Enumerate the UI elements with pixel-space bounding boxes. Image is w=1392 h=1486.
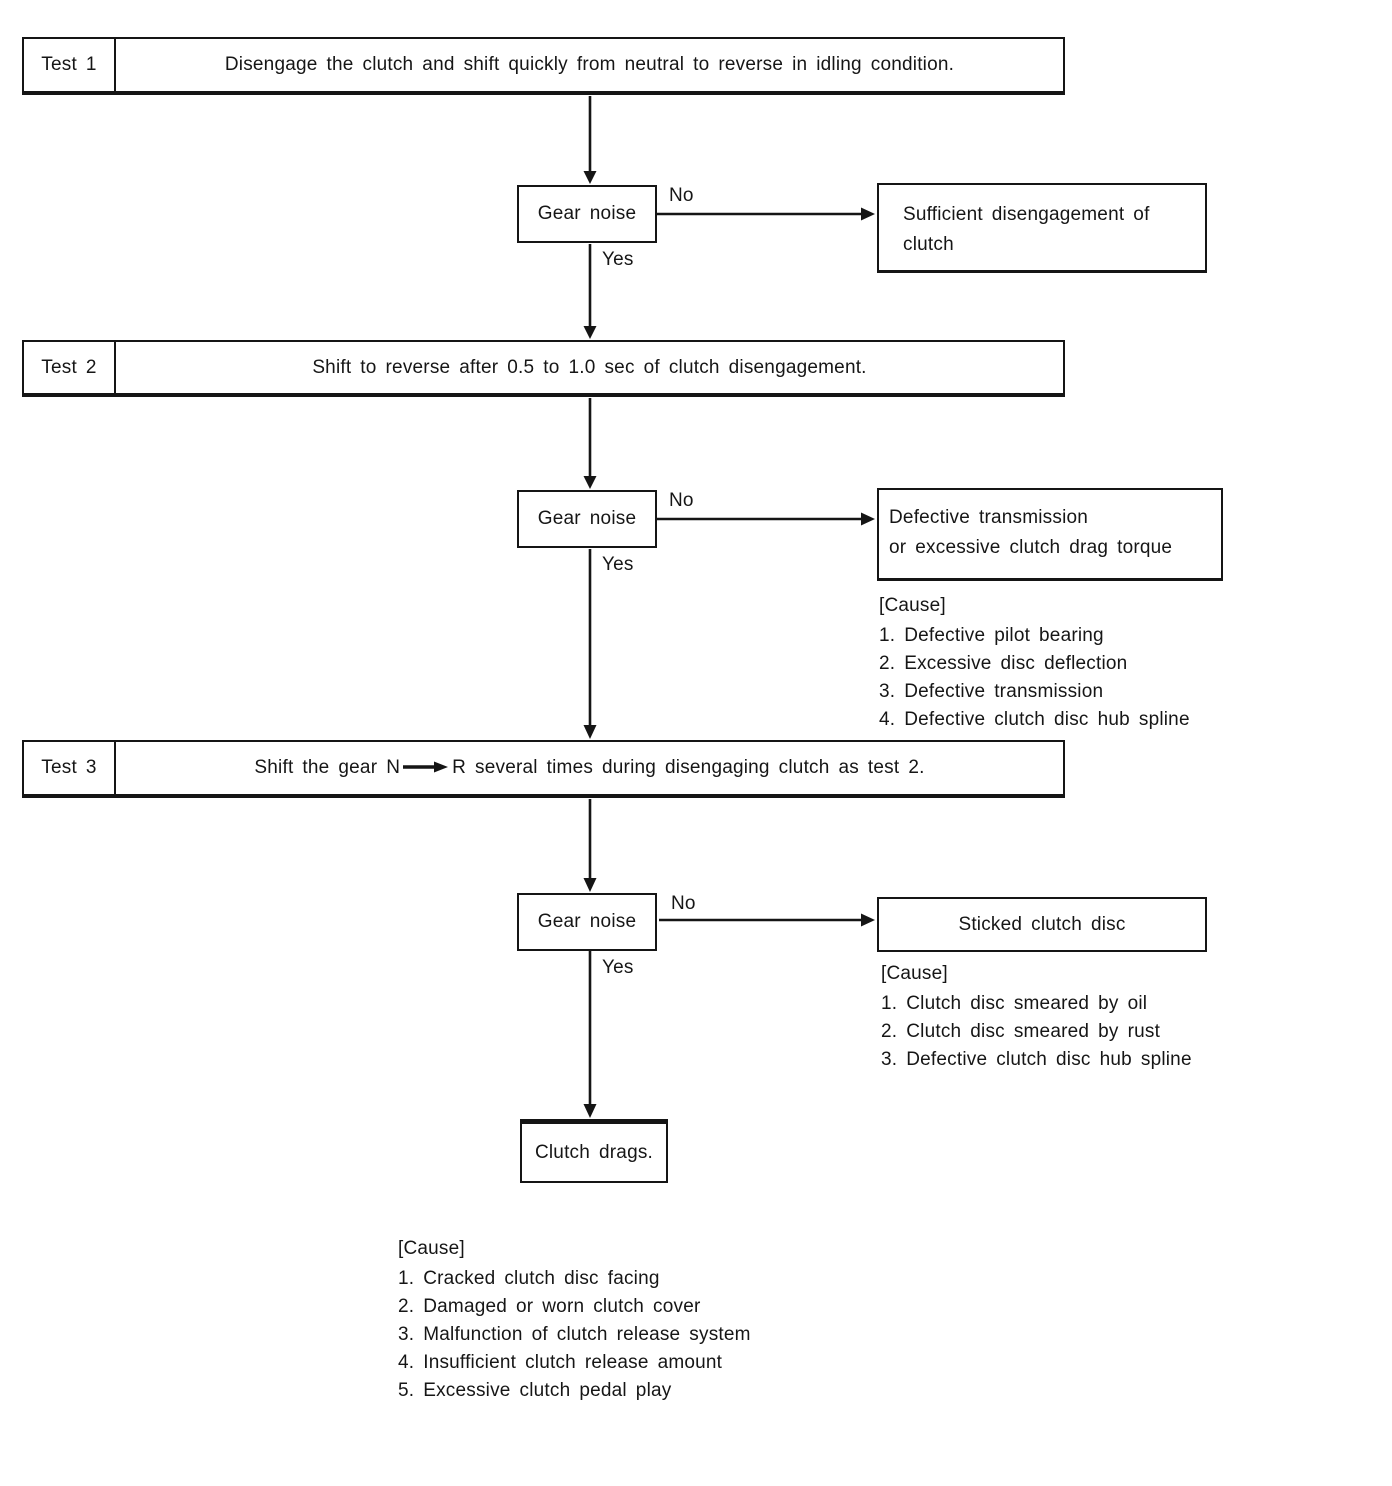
- final-cause-item: 2. Damaged or worn clutch cover: [398, 1296, 701, 1317]
- decision2-gear-noise: Gear noise: [517, 490, 657, 548]
- test3-description: Shift the gear N R several times during …: [116, 742, 1063, 794]
- cause2-item: 4. Defective clutch disc hub spline: [879, 709, 1190, 730]
- test2-label: Test 2: [24, 342, 116, 393]
- cause-list-outcome3: [Cause] 1. Clutch disc smeared by oil 2.…: [881, 960, 1301, 1074]
- cause3-title: [Cause]: [881, 963, 948, 984]
- arrowhead-down-5: [583, 878, 597, 892]
- clutch-drags-label: Clutch drags.: [534, 1141, 654, 1163]
- decision1-label: Gear noise: [537, 203, 637, 224]
- test3-description-post: R several times during disengaging clutc…: [452, 757, 925, 778]
- outcome2-line2: or excessive clutch drag torque: [889, 537, 1173, 558]
- arrowhead-down-4: [583, 725, 597, 739]
- cause2-title: [Cause]: [879, 595, 946, 616]
- decision2-no-label: No: [667, 490, 696, 512]
- outcome3-box: Sticked clutch disc: [877, 897, 1207, 952]
- arrowhead-down-2: [583, 326, 597, 339]
- arrowhead-right-1: [861, 207, 875, 221]
- cause2-item: 1. Defective pilot bearing: [879, 625, 1104, 646]
- decision3-label: Gear noise: [537, 911, 637, 932]
- final-cause-item: 5. Excessive clutch pedal play: [398, 1380, 672, 1401]
- test1-label: Test 1: [24, 39, 116, 91]
- decision3-gear-noise: Gear noise: [517, 893, 657, 951]
- decision1-yes-label: Yes: [600, 249, 636, 271]
- cause3-items: 1. Clutch disc smeared by oil 2. Clutch …: [881, 990, 1301, 1074]
- arrowhead-down-3: [583, 476, 597, 489]
- decision3-yes-label: Yes: [600, 957, 636, 979]
- test3-row: Test 3 Shift the gear N R several times …: [22, 740, 1065, 798]
- decision1-gear-noise: Gear noise: [517, 185, 657, 243]
- decision2-yes-label: Yes: [600, 554, 636, 576]
- final-cause-item: 4. Insufficient clutch release amount: [398, 1352, 723, 1373]
- n-to-r-arrow-icon: [403, 761, 449, 772]
- arrowhead-right-2: [861, 512, 875, 526]
- outcome1-line2: clutch: [903, 234, 954, 255]
- decision1-no-label: No: [667, 185, 696, 207]
- decision3-no-label: No: [669, 893, 698, 915]
- test2-description: Shift to reverse after 0.5 to 1.0 sec of…: [312, 356, 867, 378]
- arrowhead-down-6: [583, 1104, 597, 1118]
- test3-description-pre: Shift the gear N: [254, 757, 401, 778]
- final-cause-item: 3. Malfunction of clutch release system: [398, 1324, 751, 1345]
- cause-list-outcome2: [Cause] 1. Defective pilot bearing 2. Ex…: [879, 592, 1299, 734]
- clutch-drags-box: Clutch drags.: [520, 1119, 668, 1183]
- test2-row: Test 2 Shift to reverse after 0.5 to 1.0…: [22, 340, 1065, 397]
- arrowhead-down-1: [583, 171, 597, 184]
- cause2-items: 1. Defective pilot bearing 2. Excessive …: [879, 622, 1299, 734]
- cause3-item: 3. Defective clutch disc hub spline: [881, 1049, 1192, 1070]
- outcome3-label: Sticked clutch disc: [958, 913, 1126, 935]
- test1-description: Disengage the clutch and shift quickly f…: [224, 54, 955, 75]
- cause3-item: 1. Clutch disc smeared by oil: [881, 993, 1148, 1014]
- test1-row: Test 1 Disengage the clutch and shift qu…: [22, 37, 1065, 95]
- cause3-item: 2. Clutch disc smeared by rust: [881, 1021, 1161, 1042]
- outcome1-line1: Sufficient disengagement of: [903, 204, 1150, 225]
- arrowhead-right-3: [861, 913, 875, 927]
- cause-list-final: [Cause] 1. Cracked clutch disc facing 2.…: [398, 1235, 858, 1405]
- final-cause-item: 1. Cracked clutch disc facing: [398, 1268, 660, 1289]
- decision2-label: Gear noise: [537, 508, 637, 529]
- outcome1-box: Sufficient disengagement of clutch: [877, 183, 1207, 273]
- final-cause-items: 1. Cracked clutch disc facing 2. Damaged…: [398, 1265, 858, 1405]
- cause2-item: 3. Defective transmission: [879, 681, 1104, 702]
- cause2-item: 2. Excessive disc deflection: [879, 653, 1128, 674]
- outcome2-line1: Defective transmission: [889, 507, 1089, 528]
- final-cause-title: [Cause]: [398, 1238, 465, 1259]
- test3-label: Test 3: [24, 742, 116, 794]
- outcome2-box: Defective transmission or excessive clut…: [877, 488, 1223, 581]
